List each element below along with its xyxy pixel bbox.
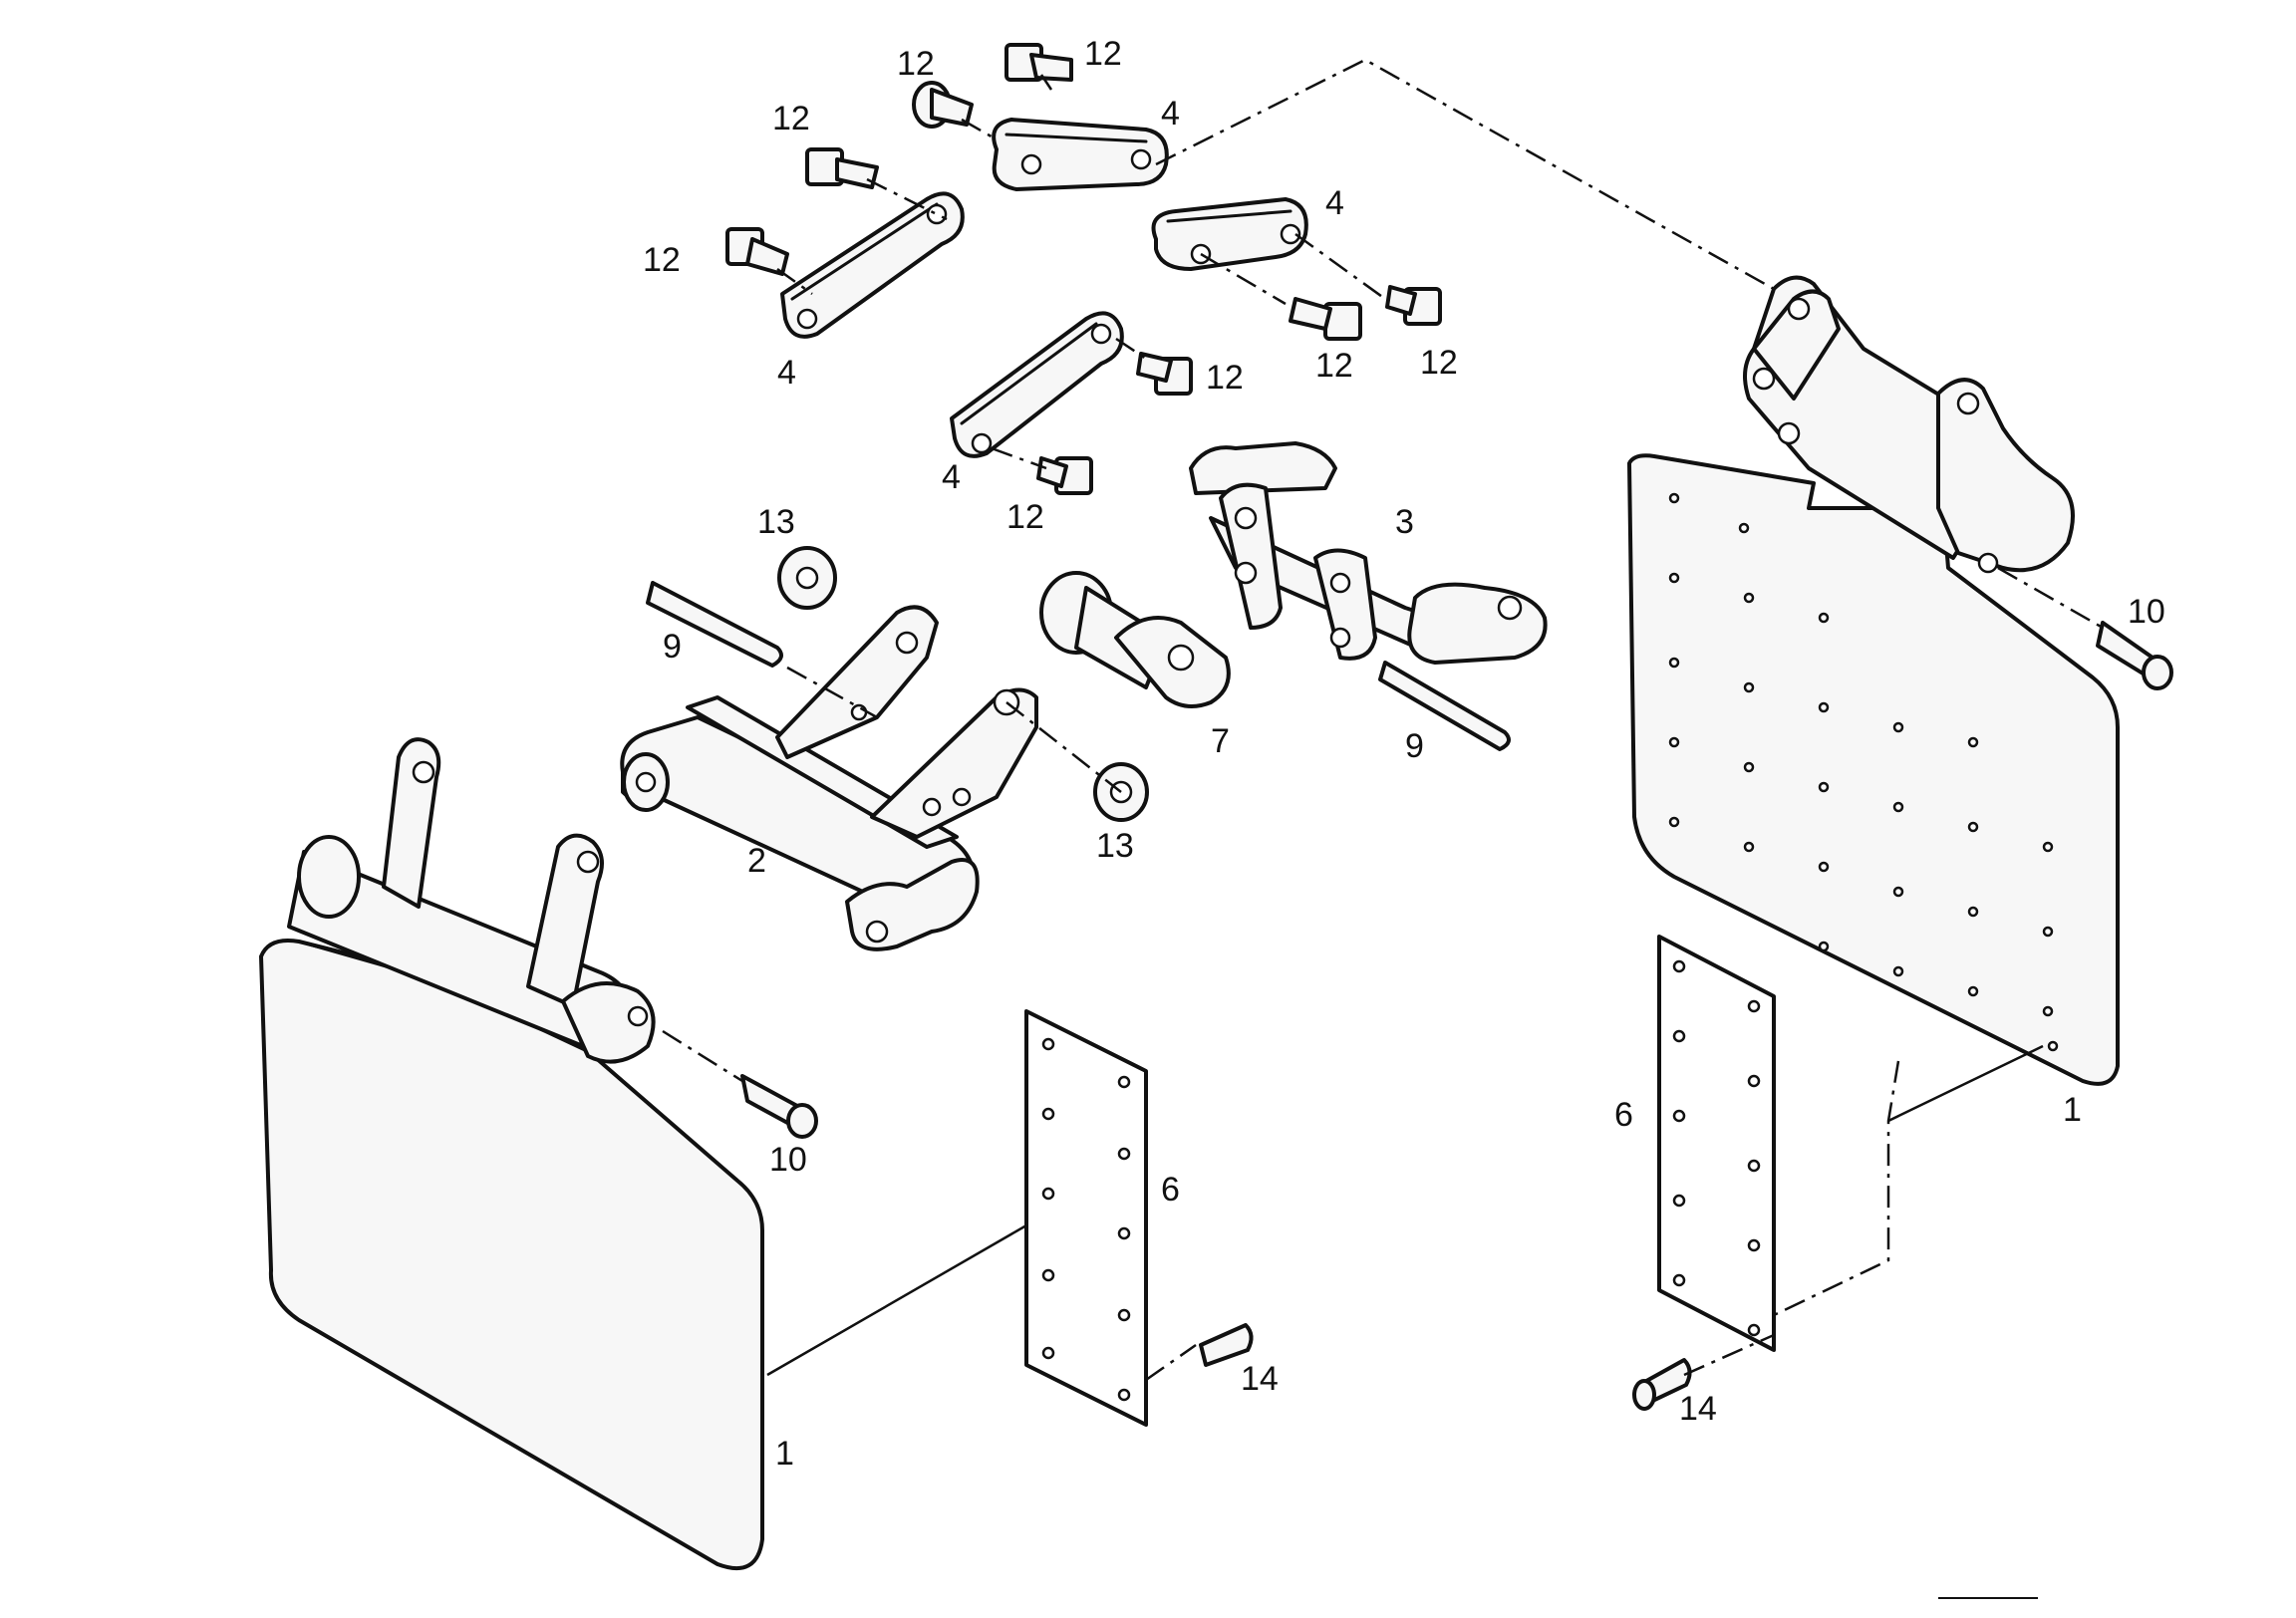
arm-yoke-2 [620,605,1038,951]
callout-4-left: 4 [777,354,796,392]
right-pad-6 [1657,935,1776,1352]
shaft-bracket-3 [1189,441,1548,665]
callout-4-mid: 4 [942,458,961,496]
leader-lines [662,58,2104,1382]
link-4-mid [950,311,1124,458]
callout-7: 7 [1211,722,1230,760]
callout-12-e: 12 [1206,359,1244,397]
callout-12-a: 12 [1084,35,1122,73]
callout-4-right: 4 [1325,184,1344,222]
bolts [740,621,2173,1411]
link-4-top [992,118,1169,191]
callout-12-c: 12 [772,100,810,137]
callout-13-bottom: 13 [1096,827,1134,865]
left-pad-6 [1024,1009,1148,1427]
callout-2: 2 [747,842,766,880]
callout-14-right: 14 [1679,1390,1717,1428]
callout-1-left: 1 [775,1435,794,1473]
callout-6-left: 6 [1161,1171,1180,1209]
callout-12-d: 12 [643,241,681,279]
callout-6-right: 6 [1614,1096,1633,1134]
callout-12-g: 12 [1420,344,1458,382]
rods-9 [646,581,1511,751]
plate-holes [1668,492,2059,1052]
callout-12-b: 12 [897,45,935,83]
callout-9-right: 9 [1405,727,1424,765]
left-footplate-assembly [259,737,764,1570]
link-4-right [1151,197,1308,271]
callout-9-left: 9 [663,628,682,666]
callout-labels: 1 1 2 3 4 4 4 4 6 6 7 9 9 10 10 12 12 12… [643,35,2165,1473]
callout-4-top: 4 [1161,95,1180,133]
callout-12-f: 12 [1315,347,1353,385]
callout-14-left: 14 [1241,1360,1279,1398]
pins-12 [725,43,1442,495]
callout-12-h: 12 [1006,498,1044,536]
bolt-14-left [1199,1323,1254,1367]
callout-13-top: 13 [757,503,795,541]
callout-3: 3 [1395,503,1414,541]
callout-10-left: 10 [769,1141,807,1179]
callout-10-right: 10 [2128,593,2165,631]
spool-7 [1039,571,1231,708]
link-4-left [780,191,965,339]
right-footplate-assembly [1627,275,2120,1086]
callout-1-right: 1 [2063,1091,2082,1129]
